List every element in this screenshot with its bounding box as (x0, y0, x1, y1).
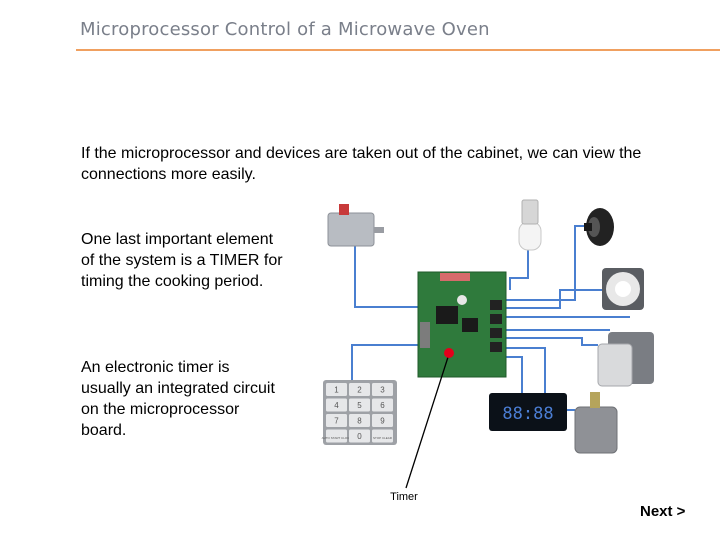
keypad-key (326, 429, 347, 443)
wire-fan (505, 289, 605, 309)
timer-ic-paragraph: An electronic timer is usually an integr… (81, 359, 275, 439)
timer-pointer-line (405, 353, 450, 489)
keypad-key-label: 4 (334, 401, 339, 410)
keypad-key-label: 0 (357, 432, 362, 441)
keypad-key (349, 414, 370, 427)
keypad-key (372, 429, 393, 443)
wire-transformer-2 (505, 337, 598, 346)
keypad-key-label: 6 (380, 401, 385, 410)
cooling-fan-icon (602, 268, 644, 310)
keypad-key-label: 5 (357, 401, 362, 410)
keypad-key (326, 414, 347, 427)
keypad-key-label: 7 (334, 417, 339, 426)
wire-lamp (509, 250, 529, 290)
title-divider (76, 49, 720, 51)
next-button[interactable]: Next > (640, 503, 686, 520)
keypad-key (372, 383, 393, 396)
keypad-key-label: 3 (380, 386, 385, 395)
intro-paragraph: If the microprocessor and devices are ta… (81, 145, 642, 183)
turntable-motor-icon (574, 392, 618, 454)
transformer-icon (597, 332, 654, 387)
keypad-key (349, 429, 370, 443)
wire-keypad (351, 344, 430, 385)
wire-door-switch (354, 245, 418, 308)
door-switch-icon (327, 204, 384, 247)
keypad-key-label: STOP CLEAR (373, 436, 393, 440)
keypad-key-label: AUTO START CLOCK (322, 436, 352, 440)
keypad-key (326, 383, 347, 396)
oven-lamp-icon (518, 199, 542, 251)
wire-display (505, 356, 523, 393)
timer-chip-marker (444, 348, 454, 358)
connection-wires (351, 225, 630, 411)
buzzer-icon (584, 208, 614, 246)
keypad-key-label: 2 (357, 386, 362, 395)
timer-importance-paragraph: One last important element of the system… (81, 231, 283, 290)
keypad-key-label: 8 (357, 417, 362, 426)
keypad-key (372, 414, 393, 427)
keypad-key (372, 398, 393, 412)
display-digits: 88:88 (502, 404, 553, 424)
keypad-key (326, 398, 347, 412)
microprocessor-board-icon (417, 271, 507, 378)
wire-buzzer (500, 225, 590, 301)
keypad-key (349, 383, 370, 396)
keypad-key-label: 1 (334, 386, 339, 395)
keypad-key-label: 9 (380, 417, 385, 426)
timer-label: Timer (390, 491, 418, 503)
keypad-key (349, 398, 370, 412)
slide-title: Microprocessor Control of a Microwave Ov… (80, 19, 490, 40)
digital-display-icon: 88:88 (489, 393, 567, 431)
